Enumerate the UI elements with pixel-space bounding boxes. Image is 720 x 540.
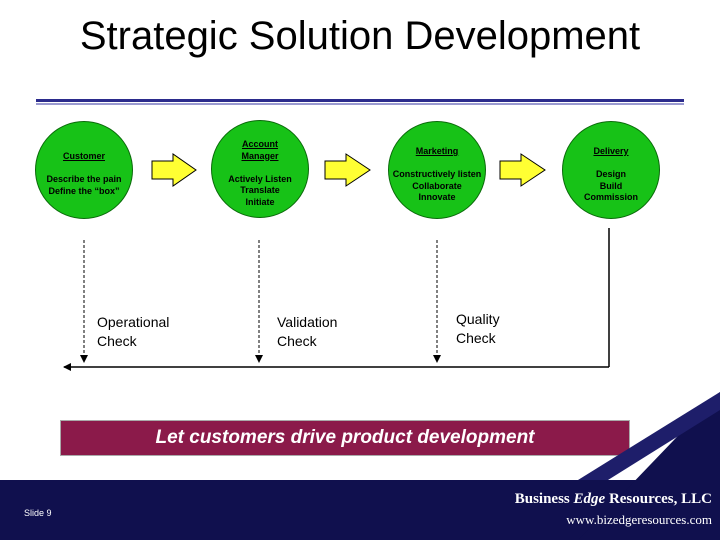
operational-check-label: Operational Check xyxy=(97,313,169,351)
node-line: Define the “box” xyxy=(48,185,120,196)
node-line: Translate xyxy=(240,185,280,195)
node-title: Delivery xyxy=(593,146,629,156)
company-url[interactable]: www.bizedgeresources.com xyxy=(566,512,712,527)
node-line: Describe the pain xyxy=(46,174,122,184)
tagline-banner: Let customers drive product development xyxy=(60,420,630,456)
quality-check-label: Quality Check xyxy=(456,310,500,348)
check-line-2: Check xyxy=(456,330,496,346)
title-divider-shadow xyxy=(36,103,684,105)
node-line: Build xyxy=(599,180,623,191)
slide-number: Slide 9 xyxy=(24,508,52,518)
node-line: Design xyxy=(595,169,626,179)
company-name: Business Edge Resources, LLC xyxy=(515,491,712,508)
title-divider xyxy=(36,99,684,102)
node-line: Collaborate xyxy=(412,180,462,191)
check-line-1: Operational xyxy=(97,314,170,330)
node-line: Constructively listen xyxy=(392,169,482,179)
validation-check-label: Validation Check xyxy=(277,313,337,351)
node-marketing: Marketing Constructively listen Collabor… xyxy=(388,121,486,219)
check-line-2: Check xyxy=(97,333,137,349)
node-account-manager: Account Manager Actively Listen Translat… xyxy=(211,120,309,218)
node-delivery: Delivery Design Build Commission xyxy=(562,121,660,219)
node-title: Account Manager xyxy=(241,139,279,161)
flow-arrow-2 xyxy=(324,153,371,187)
check-line-1: Validation xyxy=(277,314,338,330)
node-line: Actively Listen xyxy=(228,173,292,184)
check-line-1: Quality xyxy=(456,311,500,327)
node-title: Marketing xyxy=(415,146,459,156)
node-line: Initiate xyxy=(245,196,275,207)
node-customer: Customer Describe the pain Define the “b… xyxy=(35,121,133,219)
flow-arrow-1 xyxy=(151,153,197,187)
node-line: Innovate xyxy=(418,192,456,202)
company-part: Business xyxy=(514,491,574,507)
company-part: Resources, LLC xyxy=(605,491,712,507)
node-line: Commission xyxy=(583,192,638,202)
flow-diagram xyxy=(63,153,610,371)
slide-title: Strategic Solution Development xyxy=(79,14,641,58)
check-line-2: Check xyxy=(277,333,317,349)
node-title: Customer xyxy=(62,151,105,161)
company-part-italic: Edge xyxy=(573,491,606,507)
flow-arrow-3 xyxy=(499,153,546,187)
